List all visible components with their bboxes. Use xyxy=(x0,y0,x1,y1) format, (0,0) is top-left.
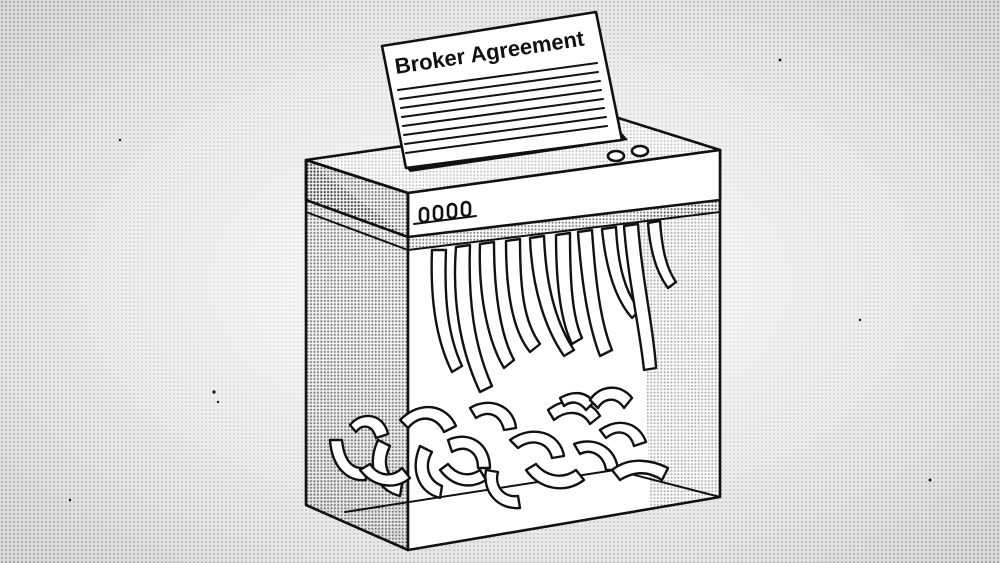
document-text-lines xyxy=(397,62,608,154)
document: Broker Agreement xyxy=(380,10,624,170)
texture-specks xyxy=(68,58,932,502)
paper-shredder: Broker Agreement xyxy=(304,10,722,552)
shredded-pile xyxy=(328,386,670,510)
indicator-lights xyxy=(413,200,477,225)
control-buttons xyxy=(606,144,650,163)
shredder-head-side xyxy=(306,160,408,237)
falling-strips xyxy=(430,219,678,394)
